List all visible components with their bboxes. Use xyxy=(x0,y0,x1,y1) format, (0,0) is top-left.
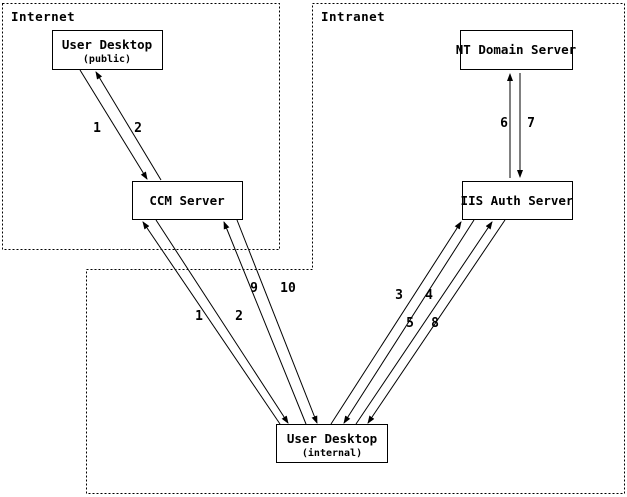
edge-label-2-public: 2 xyxy=(134,121,142,136)
edge-internal-desktop-to-iis-5 xyxy=(355,221,493,425)
edge-label-9: 9 xyxy=(250,281,258,296)
node-box-user-desktop-internal xyxy=(276,424,388,463)
edge-label-7: 7 xyxy=(527,116,535,131)
edge-iis-to-internal-desktop-8 xyxy=(367,219,506,424)
node-nt-domain-server: NT Domain Server xyxy=(456,30,577,70)
edge-ccm-to-internal-desktop-10 xyxy=(236,219,318,424)
node-subtitle-user-desktop-public: (public) xyxy=(83,53,131,65)
internet-zone-border xyxy=(2,3,280,250)
node-user-desktop-internal: User Desktop (internal) xyxy=(276,424,388,463)
node-title-ccm-server: CCM Server xyxy=(149,193,225,208)
edge-public-desktop-to-ccm xyxy=(79,69,148,180)
intranet-zone-label: Intranet xyxy=(321,9,385,24)
edge-label-3: 3 xyxy=(395,288,403,303)
intranet-zone-border xyxy=(86,3,625,494)
node-box-iis-auth-server xyxy=(462,181,573,220)
node-ccm-server: CCM Server xyxy=(132,181,243,220)
node-box-ccm-server xyxy=(132,181,243,220)
node-title-iis-auth-server: IIS Auth Server xyxy=(461,193,574,208)
edge-iis-to-internal-desktop-4 xyxy=(343,219,475,424)
edge-label-4: 4 xyxy=(425,288,433,303)
edge-label-1-internal: 1 xyxy=(195,309,203,324)
edge-ccm-to-internal-desktop-2 xyxy=(155,219,289,424)
node-iis-auth-server: IIS Auth Server xyxy=(461,181,574,220)
node-title-nt-domain-server: NT Domain Server xyxy=(456,42,577,57)
node-user-desktop-public: User Desktop (public) xyxy=(52,30,163,70)
node-box-nt-domain-server xyxy=(460,30,573,70)
edge-internal-desktop-to-ccm-1 xyxy=(142,221,281,425)
edge-label-1-public: 1 xyxy=(93,121,101,136)
edge-internal-desktop-to-ccm-9 xyxy=(223,221,307,425)
edge-ccm-to-public-desktop xyxy=(95,71,162,181)
node-subtitle-user-desktop-internal: (internal) xyxy=(302,447,362,459)
internet-zone-label: Internet xyxy=(11,9,75,24)
edge-label-10: 10 xyxy=(280,281,296,296)
edge-label-8: 8 xyxy=(431,316,439,331)
edge-internal-desktop-to-iis-3 xyxy=(330,221,462,425)
edge-label-2-internal: 2 xyxy=(235,309,243,324)
node-title-user-desktop-public: User Desktop xyxy=(62,37,152,52)
edge-label-5: 5 xyxy=(406,316,414,331)
node-title-user-desktop-internal: User Desktop xyxy=(287,431,377,446)
node-box-user-desktop-public xyxy=(52,30,163,70)
edge-label-6: 6 xyxy=(500,116,508,131)
